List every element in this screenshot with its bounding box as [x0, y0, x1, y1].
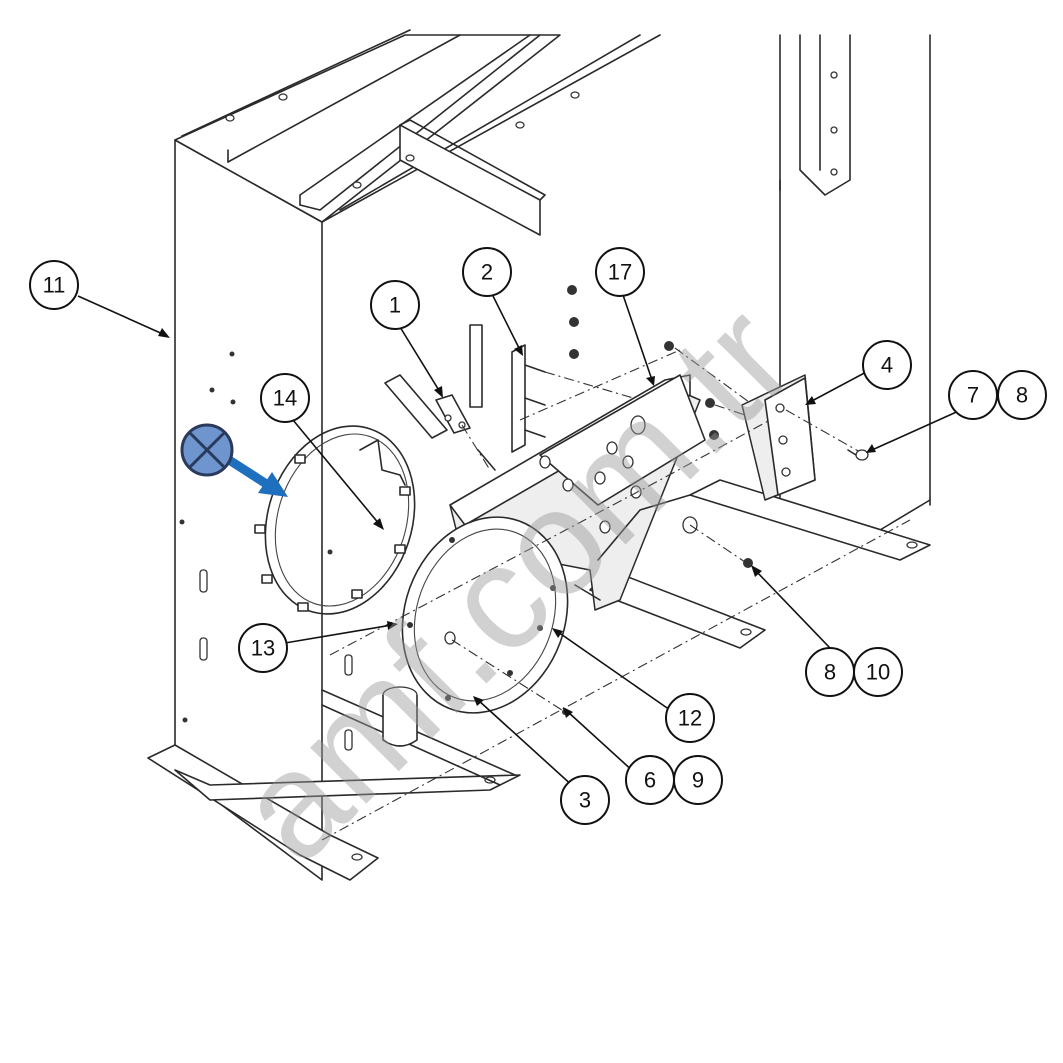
callout-17: 17 — [595, 247, 645, 297]
crossed-circle-icon — [180, 423, 234, 477]
svg-text:17: 17 — [608, 260, 632, 285]
callout-9: 9 — [673, 755, 723, 805]
svg-text:6: 6 — [644, 768, 656, 793]
part-3-flange-ring — [401, 516, 569, 715]
leader-lines — [77, 289, 973, 789]
part-17-housing — [449, 341, 761, 611]
side-panel — [147, 29, 661, 881]
callout-10: 10 — [853, 647, 903, 697]
callout-3: 3 — [560, 775, 610, 825]
top-bracket — [399, 119, 546, 236]
svg-text:8: 8 — [1016, 383, 1028, 408]
svg-text:11: 11 — [43, 273, 66, 298]
svg-text:4: 4 — [881, 353, 893, 378]
callout-4: 4 — [862, 340, 912, 390]
callout-8-lower: 8 — [805, 647, 855, 697]
svg-text:10: 10 — [866, 660, 890, 685]
part-1-bracket — [384, 374, 496, 471]
svg-text:14: 14 — [273, 386, 297, 411]
svg-text:1: 1 — [389, 293, 401, 318]
right-frame — [589, 34, 931, 649]
callout-1: 1 — [370, 280, 420, 330]
cylinder-part — [382, 686, 418, 747]
callout-6: 6 — [625, 755, 675, 805]
svg-text:2: 2 — [481, 260, 493, 285]
assembly-axis-lines — [321, 349, 911, 841]
part-2-plate — [469, 285, 641, 453]
svg-text:9: 9 — [692, 768, 704, 793]
callout-13: 13 — [238, 623, 288, 673]
svg-text:7: 7 — [967, 383, 979, 408]
callout-12: 12 — [665, 693, 715, 743]
callout-11: 11 — [29, 260, 79, 310]
callout-2: 2 — [462, 247, 512, 297]
callout-7: 7 — [948, 370, 998, 420]
bolt — [847, 449, 869, 461]
part-14-ring — [254, 425, 416, 615]
location-marker — [180, 423, 288, 497]
svg-text:13: 13 — [251, 636, 275, 661]
svg-text:12: 12 — [678, 706, 702, 731]
washer-nut — [682, 516, 753, 568]
callout-8-upper: 8 — [997, 370, 1047, 420]
callout-14: 14 — [260, 373, 310, 423]
svg-text:3: 3 — [579, 788, 591, 813]
part-4-hinge — [741, 374, 861, 501]
arrow-icon — [258, 472, 288, 497]
svg-text:8: 8 — [824, 660, 836, 685]
